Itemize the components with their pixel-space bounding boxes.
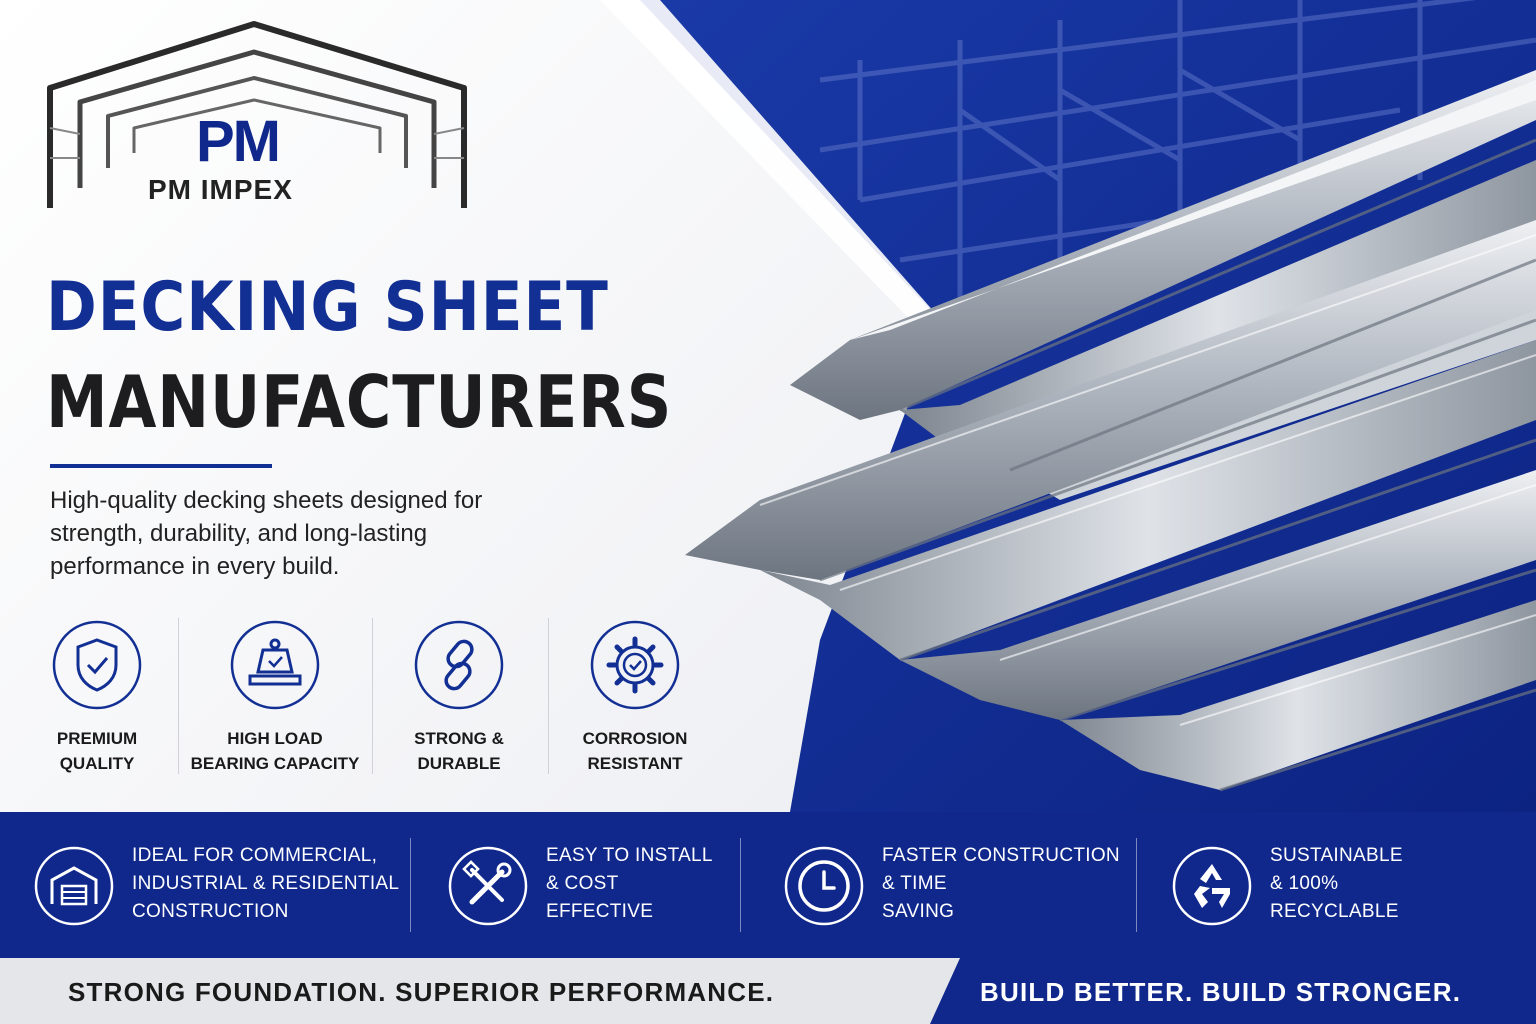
headline-line-2: MANUFACTURERS xyxy=(46,360,673,444)
benefit-sustainable: SUSTAINABLE & 100% RECYCLABLE xyxy=(1172,842,1492,932)
hero-image xyxy=(640,0,1536,812)
feature-label: CORROSION RESISTANT xyxy=(582,729,688,773)
tagline: High-quality decking sheets designed for… xyxy=(50,487,483,580)
benefit-text: IDEAL FOR COMMERCIAL, INDUSTRIAL & RESID… xyxy=(132,845,400,922)
headline-line-1: DECKING SHEET xyxy=(46,268,609,347)
shield-check-icon xyxy=(52,620,142,710)
feature-premium-quality: PREMIUM QUALITY xyxy=(12,620,182,776)
feature-divider xyxy=(548,618,549,774)
feature-corrosion-resistant: CORROSION RESISTANT xyxy=(550,620,720,776)
benefit-divider xyxy=(740,838,741,932)
benefit-text: FASTER CONSTRUCTION & TIME SAVING xyxy=(882,845,1120,922)
decking-sheets-graphic xyxy=(685,70,1536,792)
tools-icon xyxy=(448,846,528,926)
benefit-divider xyxy=(1136,838,1137,932)
logo-monogram: PM xyxy=(196,109,281,174)
feature-label: STRONG & DURABLE xyxy=(414,729,504,773)
benefit-text: SUSTAINABLE & 100% RECYCLABLE xyxy=(1270,845,1403,922)
benefits-band xyxy=(0,812,1536,958)
building-frame-icon xyxy=(47,21,467,208)
footer-slogan-left: STRONG FOUNDATION. SUPERIOR PERFORMANCE. xyxy=(68,977,775,1007)
weight-load-icon xyxy=(230,620,320,710)
benefit-text: EASY TO INSTALL & COST EFFECTIVE xyxy=(546,845,713,922)
benefit-faster: FASTER CONSTRUCTION & TIME SAVING xyxy=(784,842,1124,932)
footer-slogan-right: BUILD BETTER. BUILD STRONGER. xyxy=(980,977,1462,1007)
benefit-install: EASY TO INSTALL & COST EFFECTIVE xyxy=(448,842,728,932)
benefit-applications: IDEAL FOR COMMERCIAL, INDUSTRIAL & RESID… xyxy=(34,842,404,932)
feature-label: HIGH LOAD BEARING CAPACITY xyxy=(190,729,360,773)
company-name: PM IMPEX xyxy=(148,174,293,205)
headline-underline xyxy=(50,464,272,468)
feature-strong-durable: STRONG & DURABLE xyxy=(374,620,544,776)
feature-high-load: HIGH LOAD BEARING CAPACITY xyxy=(190,620,360,776)
feature-label: PREMIUM QUALITY xyxy=(56,729,138,773)
warehouse-icon xyxy=(34,846,114,926)
feature-divider xyxy=(178,618,179,774)
steel-frame-silhouette xyxy=(819,0,1536,300)
recycle-icon xyxy=(1172,846,1252,926)
feature-divider xyxy=(372,618,373,774)
chain-link-icon xyxy=(414,620,504,710)
gear-check-icon xyxy=(590,620,680,710)
clock-icon xyxy=(784,846,864,926)
benefit-divider xyxy=(410,838,411,932)
footer-bar xyxy=(0,958,1536,1024)
company-logo: PM PM IMPEX xyxy=(44,18,474,218)
